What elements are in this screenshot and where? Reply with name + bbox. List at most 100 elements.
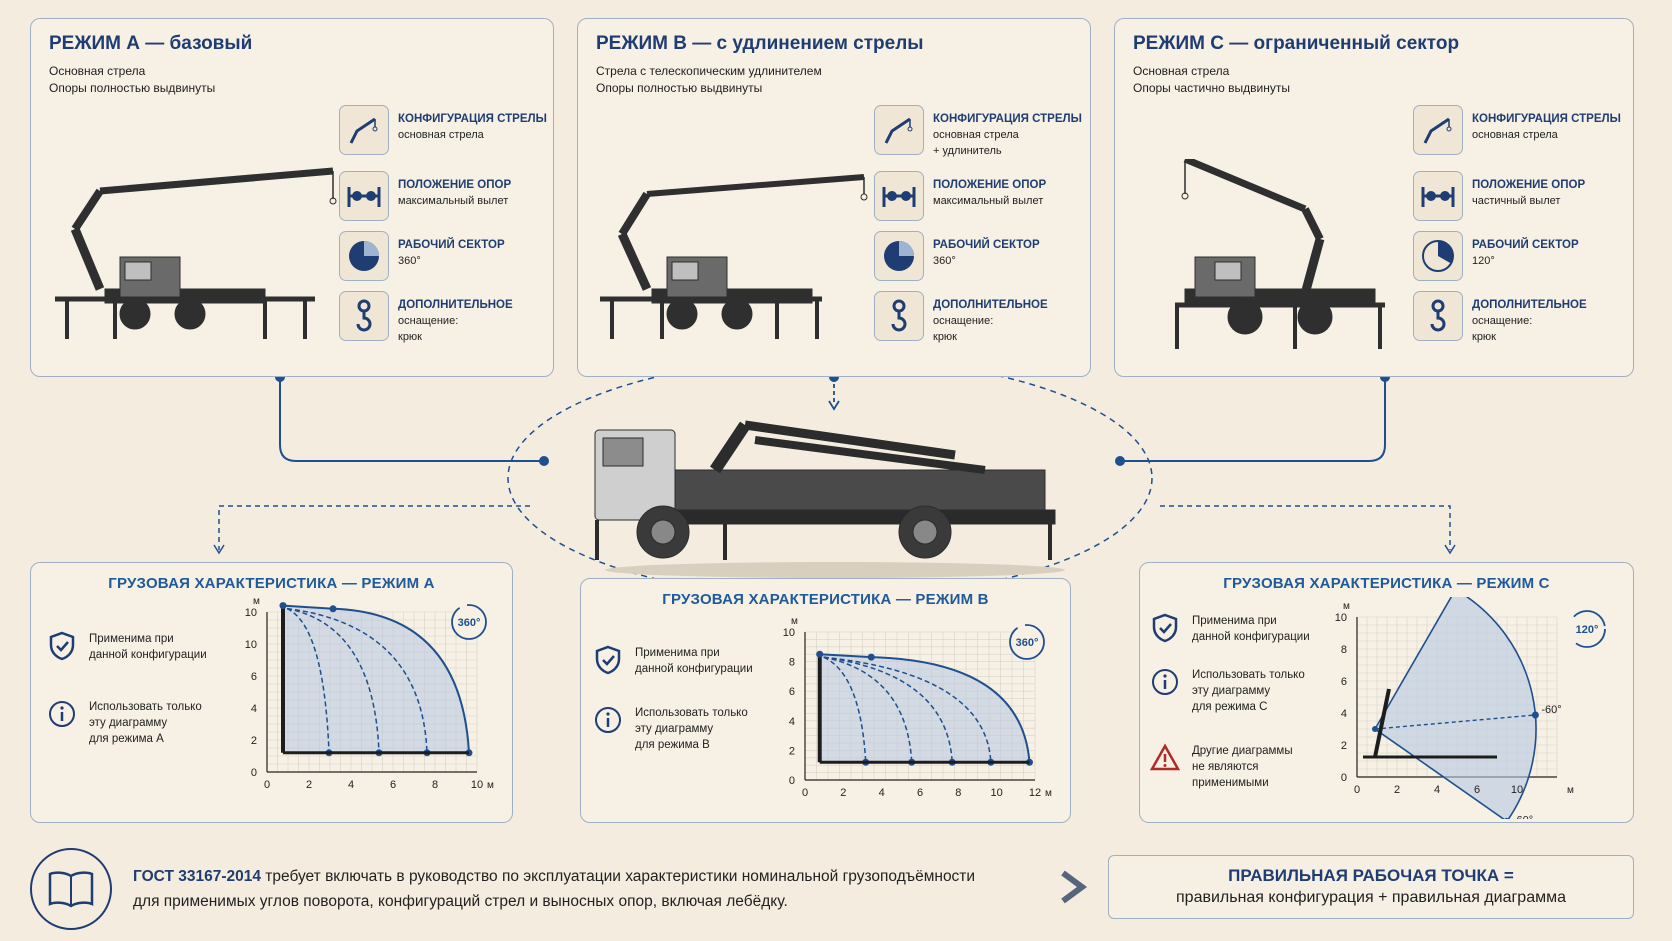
y-tick-label: 0 [1341,772,1347,784]
y-tick-label: 2 [789,745,795,757]
spec-val: частичный вылет [1472,195,1561,207]
spec-head: ПОЛОЖЕНИЕ ОПОР [398,179,512,191]
boom-icon [874,105,924,155]
spec-head: ДОПОЛНИТЕЛЬНОЕ [933,299,1048,311]
chart-card-b: ГРУЗОВАЯ ХАРАКТЕРИСТИКА — РЕЖИМ В Примен… [580,578,1071,823]
x-tick-label: 2 [306,779,312,791]
y-tick-label: 8 [789,657,795,669]
chart-title: ГРУЗОВАЯ ХАРАКТЕРИСТИКА — РЕЖИМ С [1223,575,1550,592]
mode-card-b: РЕЖИМ В — с удлинением стрелы Стрела с т… [577,18,1091,377]
boom-icon [339,105,389,155]
x-tick-label: 10 [991,787,1003,799]
mode-desc: Стрела с телескопическим удлинителем Опо… [596,63,822,97]
tip-point [329,605,337,613]
note-warning: Другие диаграммы не являются применимыми [1150,743,1293,791]
spec-val: крюк [1472,331,1496,343]
spec-head: ДОПОЛНИТЕЛЬНОЕ [398,299,513,311]
warning-icon [1150,743,1180,771]
spec-val: 120° [1472,255,1495,267]
x-tick-label: 4 [879,787,885,799]
x-tick-label: 4 [1434,784,1440,796]
info-icon [595,707,621,733]
hook-icon [1413,291,1463,341]
sector-point [1531,711,1539,719]
x-tick-label: 10 [471,779,483,791]
spec-val: 360° [398,255,421,267]
sector-point [1504,817,1510,819]
pivot-point [1372,726,1378,732]
note-text: Использовать только эту диаграмму для ре… [1192,669,1305,713]
note-text: Другие диаграммы не являются применимыми [1192,745,1293,789]
rotation-badge-icon [451,604,487,640]
y-tick-label: 2 [1341,740,1347,752]
spec-val: максимальный вылет [933,195,1044,207]
gost-standard: ГОСТ 33167-2014 [133,868,261,885]
note-applicable: Применима при данной конфигурации [47,631,207,663]
y-tick-label: 6 [1341,676,1347,688]
note-text: Использовать только эту диаграмму для ре… [635,707,748,751]
note-info: Использовать только эту диаграмму для ре… [593,705,748,753]
x-tick-label: 0 [1354,784,1360,796]
desc-line: Опоры частично выдвинуты [1133,81,1290,95]
tip-point [867,653,875,661]
spec-head: КОНФИГУРАЦИЯ СТРЕЛЫ [933,113,1082,125]
gost-note: ГОСТ 33167-2014 требует включать в руков… [133,864,975,914]
radius-curve [286,607,380,753]
desc-line: Опоры полностью выдвинуты [596,81,763,95]
radius-curve [823,656,913,763]
note-text: Применима при данной конфигурации [1192,615,1310,643]
radius-curve [823,656,867,763]
rotation-badge-icon [1009,624,1045,660]
spec-val: основная стрела [398,129,484,141]
center-truck-image [594,420,1065,578]
crane-truck-image [55,167,337,339]
outrigger-icon [874,171,924,221]
load-area [819,654,1030,763]
crane-truck-image [600,174,868,339]
outrigger-icon [1413,171,1463,221]
hook-icon [339,291,389,341]
note-text: Использовать только эту диаграмму для ре… [89,701,202,745]
y-tick-label: 4 [251,703,257,715]
x-tick-label: 2 [1394,784,1400,796]
chart-title: ГРУЗОВАЯ ХАРАКТЕРИСТИКА — РЕЖИМ А [108,575,435,592]
sector-area [1373,597,1537,819]
note-info: Использовать только эту диаграмму для ре… [1150,667,1305,715]
tip-point [279,602,287,610]
x-tick-label: 0 [264,779,270,791]
mode-title: РЕЖИМ В — с удлинением стрелы [596,33,924,54]
spec-head: ПОЛОЖЕНИЕ ОПОР [1472,179,1586,191]
desc-line: Основная стрела [49,64,146,78]
mode-title: РЕЖИМ С — ограниченный сектор [1133,33,1460,54]
outer-reach-curve [819,653,1031,763]
x-tick-label: 4 [348,779,354,791]
x-unit: м [1567,785,1574,796]
mode-title: РЕЖИМ А — базовый [49,33,253,54]
radius-curve [823,656,992,763]
y-tick-label: 10 [245,639,257,651]
note-text: Применима при данной конфигурации [89,633,207,661]
hook-icon [874,291,924,341]
y-tick-label: 6 [789,686,795,698]
info-icon [1152,669,1178,695]
shield-check-icon [1152,613,1178,643]
load-area [283,605,469,753]
mode-desc: Основная стрела Опоры полностью выдвинут… [49,63,215,97]
info-icon [49,701,75,727]
spec-outrigger: ПОЛОЖЕНИЕ ОПОР частичный вылет [1413,171,1585,221]
x-tick-label: 6 [390,779,396,791]
sector-midline [1374,714,1536,730]
y-tick-label: 2 [251,735,257,747]
spec-val: оснащение: [398,315,459,327]
chart-title: ГРУЗОВАЯ ХАРАКТЕРИСТИКА — РЕЖИМ В [662,591,989,608]
desc-line: Основная стрела [1133,64,1230,78]
